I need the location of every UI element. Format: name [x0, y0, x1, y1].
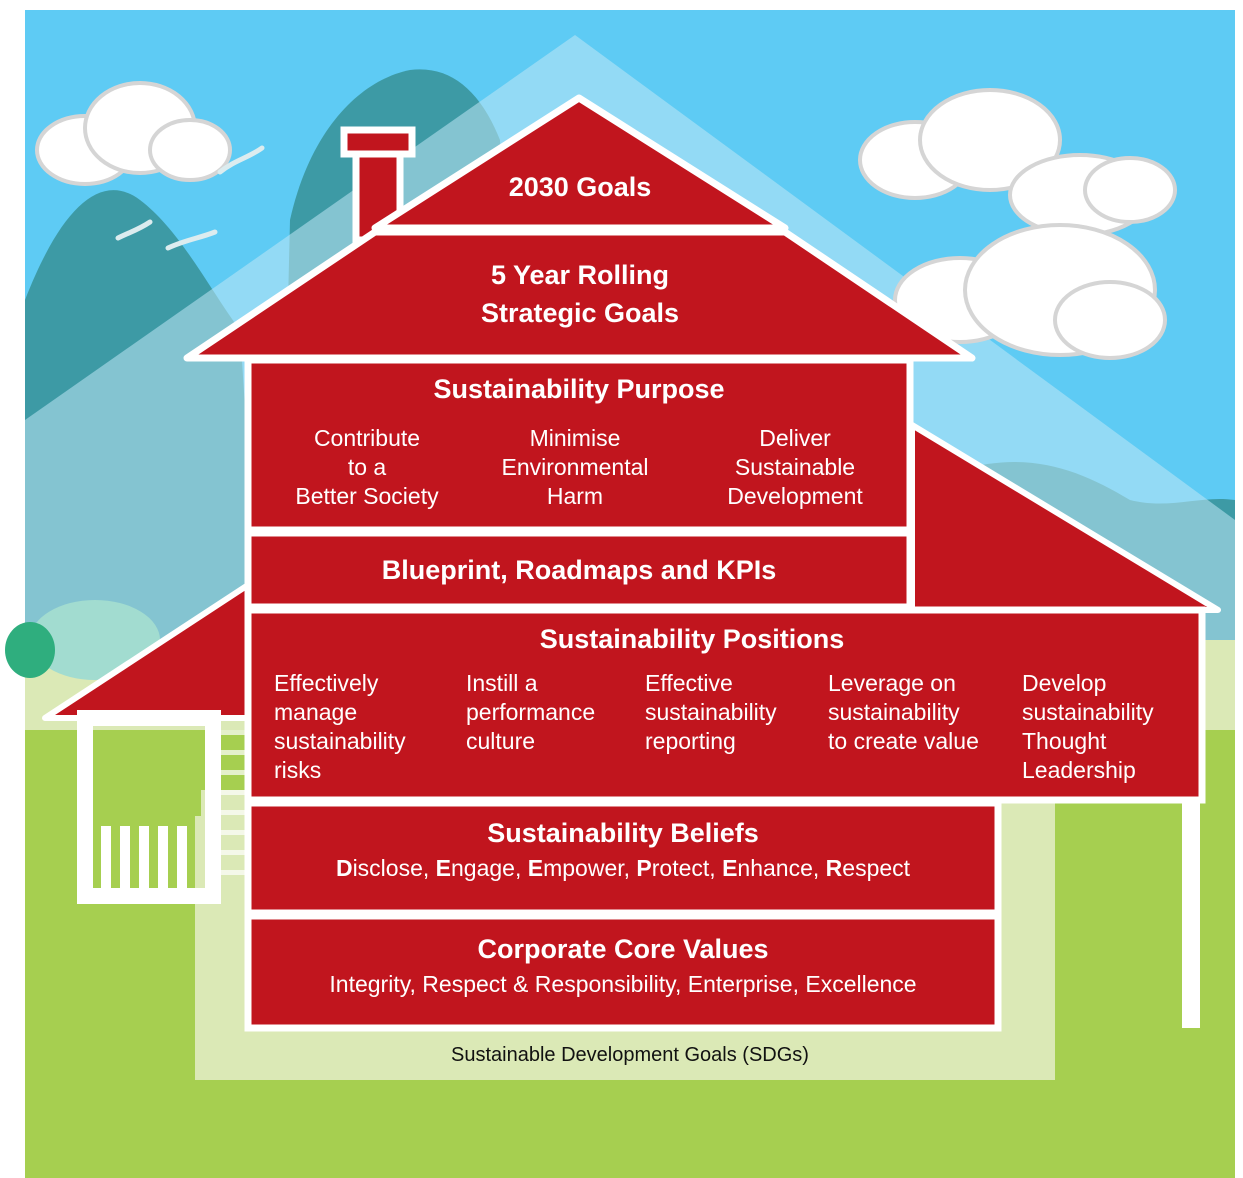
foundation-label: Sustainable Development Goals (SDGs)	[451, 1044, 809, 1066]
porch-post	[1182, 798, 1200, 1028]
belief-engage: Engage	[435, 855, 515, 881]
label-rolling-goals: 5 Year Rolling Strategic Goals	[480, 260, 680, 328]
belief-empower: Empower	[527, 855, 624, 881]
cloud-right-lower	[893, 223, 1167, 360]
core-values-block	[244, 912, 1002, 1032]
birds	[115, 145, 265, 251]
position-item-risks: Effectively manage sustainability risks	[274, 670, 406, 783]
beliefs-title: Sustainability Beliefs	[487, 818, 759, 848]
belief-enhance: Enhance	[722, 855, 813, 881]
bush	[30, 600, 160, 680]
annex-wall	[77, 710, 221, 904]
purpose-block	[244, 356, 914, 534]
purpose-item-environment: Minimise Environmental Harm	[501, 425, 649, 509]
blueprint-title: Blueprint, Roadmaps and KPIs	[381, 555, 777, 585]
cloud-left	[35, 81, 232, 186]
annex-railing	[101, 826, 187, 892]
position-item-value: Leverage on sustainability to create val…	[828, 670, 979, 754]
roof-top	[371, 94, 789, 232]
cloud-right-upper	[858, 88, 1177, 237]
core-values-text: Integrity, Respect & Responsibility, Ent…	[329, 971, 917, 997]
purpose-item-society: Contribute to a Better Society	[295, 425, 439, 509]
label-2030-goals: 2030 Goals	[508, 172, 652, 202]
beliefs-block	[244, 799, 1002, 917]
position-item-leadership: Develop sustainability Thought Leadershi…	[1022, 670, 1154, 783]
belief-disclose: Disclose	[335, 855, 423, 881]
annex-window	[97, 730, 201, 816]
siding-stripes	[212, 730, 246, 875]
chimney-cap	[340, 126, 416, 158]
bush-dark	[5, 622, 55, 678]
position-item-reporting: Effective sustainability reporting	[645, 670, 777, 754]
purpose-item-development: Deliver Sustainable Development	[727, 425, 863, 509]
purpose-title: Sustainability Purpose	[433, 374, 725, 404]
beliefs-words: Disclose, Engage, Empower, Protect, Enha…	[335, 855, 911, 881]
blueprint-block	[244, 529, 914, 611]
positions-title: Sustainability Positions	[539, 624, 845, 654]
positions-block	[244, 606, 1206, 804]
position-item-culture: Instill a performance culture	[466, 670, 596, 754]
core-values-title: Corporate Core Values	[477, 934, 769, 964]
belief-respect: Respect	[825, 855, 911, 881]
belief-protect: Protect	[636, 855, 710, 881]
